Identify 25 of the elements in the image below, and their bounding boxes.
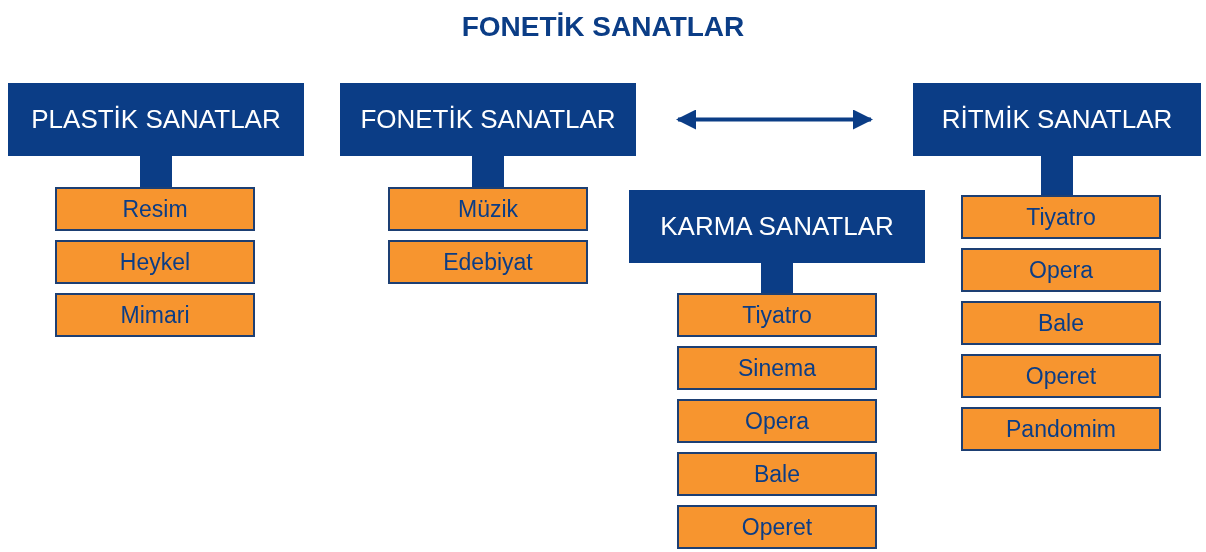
connector-bar (1041, 156, 1073, 195)
item-box: Opera (677, 399, 877, 443)
category-header: PLASTİK SANATLAR (8, 83, 304, 156)
item-box: Sinema (677, 346, 877, 390)
item-box: Operet (961, 354, 1161, 398)
category-header: KARMA SANATLAR (629, 190, 925, 263)
diagram-title: FONETİK SANATLAR (460, 10, 746, 44)
item-box: Tiyatro (677, 293, 877, 337)
category-header: RİTMİK SANATLAR (913, 83, 1201, 156)
item-box: Edebiyat (388, 240, 588, 284)
item-box: Opera (961, 248, 1161, 292)
item-box: Tiyatro (961, 195, 1161, 239)
item-box: Bale (677, 452, 877, 496)
connector-bar (761, 263, 793, 293)
item-box: Müzik (388, 187, 588, 231)
item-box: Resim (55, 187, 255, 231)
item-box: Heykel (55, 240, 255, 284)
item-box: Mimari (55, 293, 255, 337)
category-header: FONETİK SANATLAR (340, 83, 636, 156)
connector-bar (472, 156, 504, 187)
item-box: Pandomim (961, 407, 1161, 451)
double-arrow (676, 109, 873, 130)
item-box: Operet (677, 505, 877, 549)
connector-bar (140, 156, 172, 187)
item-box: Bale (961, 301, 1161, 345)
